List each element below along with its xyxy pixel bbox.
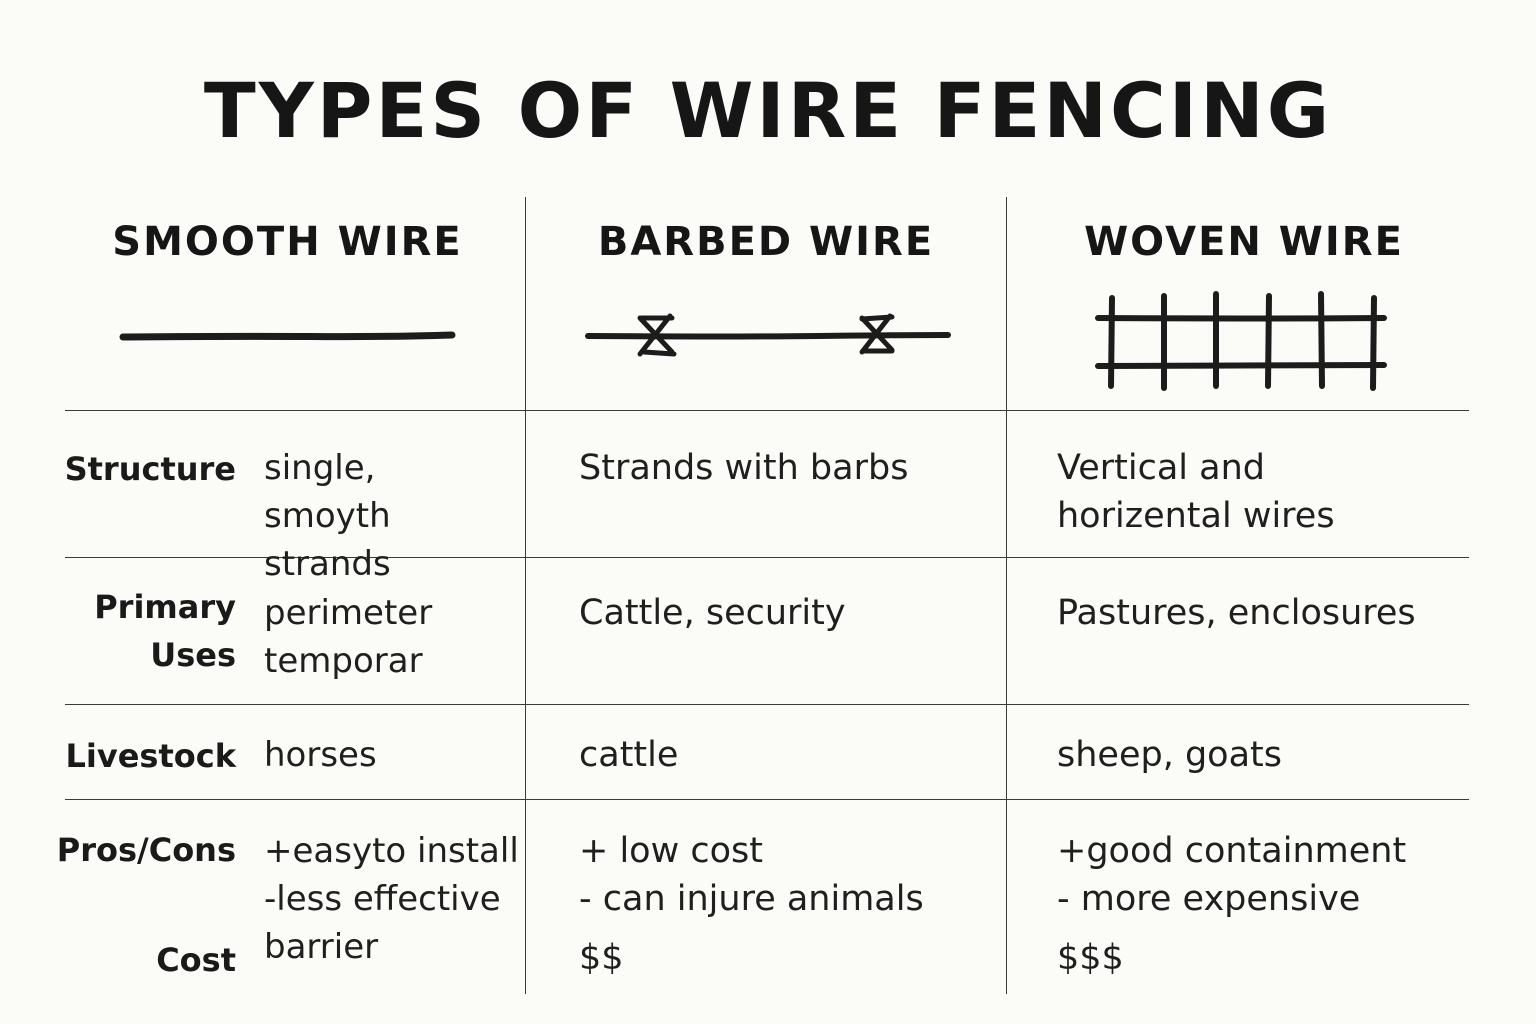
cell-smooth-primary-uses: perimeter temporar [264, 593, 433, 681]
cell-barbed-cost: $$ [579, 938, 624, 978]
cell-smooth-livestock: horses [264, 735, 377, 775]
cell-woven-primary-uses: Pastures, enclosures [1057, 593, 1416, 633]
woven-wire-icon [1095, 291, 1387, 391]
row-label-primary-uses-line2: Uses [150, 636, 236, 674]
row-label-structure: Structure [64, 450, 236, 488]
row-label-pros-cons: Pros/Cons [56, 831, 236, 869]
cell-woven-cost: $$$ [1057, 938, 1124, 978]
barbed-wire-icon [585, 313, 951, 357]
cell-smooth-pros-cons: +easyto install -less effective barrier [264, 831, 519, 967]
row-divider-primary-uses [65, 704, 1469, 705]
smooth-wire-icon [119, 331, 456, 341]
row-label-primary-uses-line1: Primary [94, 588, 236, 626]
row-label-cost: Cost [156, 941, 236, 979]
cell-woven-structure: Vertical and horizental wires [1057, 448, 1335, 536]
row-divider-header [65, 410, 1469, 411]
column-divider-1 [525, 197, 526, 994]
cell-smooth-structure: single, smoyth strands [264, 448, 391, 584]
column-divider-2 [1006, 197, 1007, 994]
column-header-woven-wire: WOVEN WIRE [1084, 219, 1404, 265]
row-divider-structure [65, 557, 1469, 558]
cell-woven-pros-cons: +good containment - more expensive [1057, 831, 1407, 919]
cell-woven-livestock: sheep, goats [1057, 735, 1282, 775]
column-header-smooth-wire: SMOOTH WIRE [112, 219, 463, 265]
cell-barbed-structure: Strands with barbs [579, 448, 909, 488]
column-header-barbed-wire: BARBED WIRE [597, 219, 935, 265]
row-label-livestock: Livestock [65, 737, 237, 775]
cell-barbed-primary-uses: Cattle, security [579, 593, 846, 633]
cell-barbed-pros-cons: + low cost - can injure animals [579, 831, 924, 919]
page-title: TYPES OF WIRE FENCING [203, 66, 1333, 155]
row-divider-livestock [65, 799, 1469, 800]
cell-barbed-livestock: cattle [579, 735, 679, 775]
